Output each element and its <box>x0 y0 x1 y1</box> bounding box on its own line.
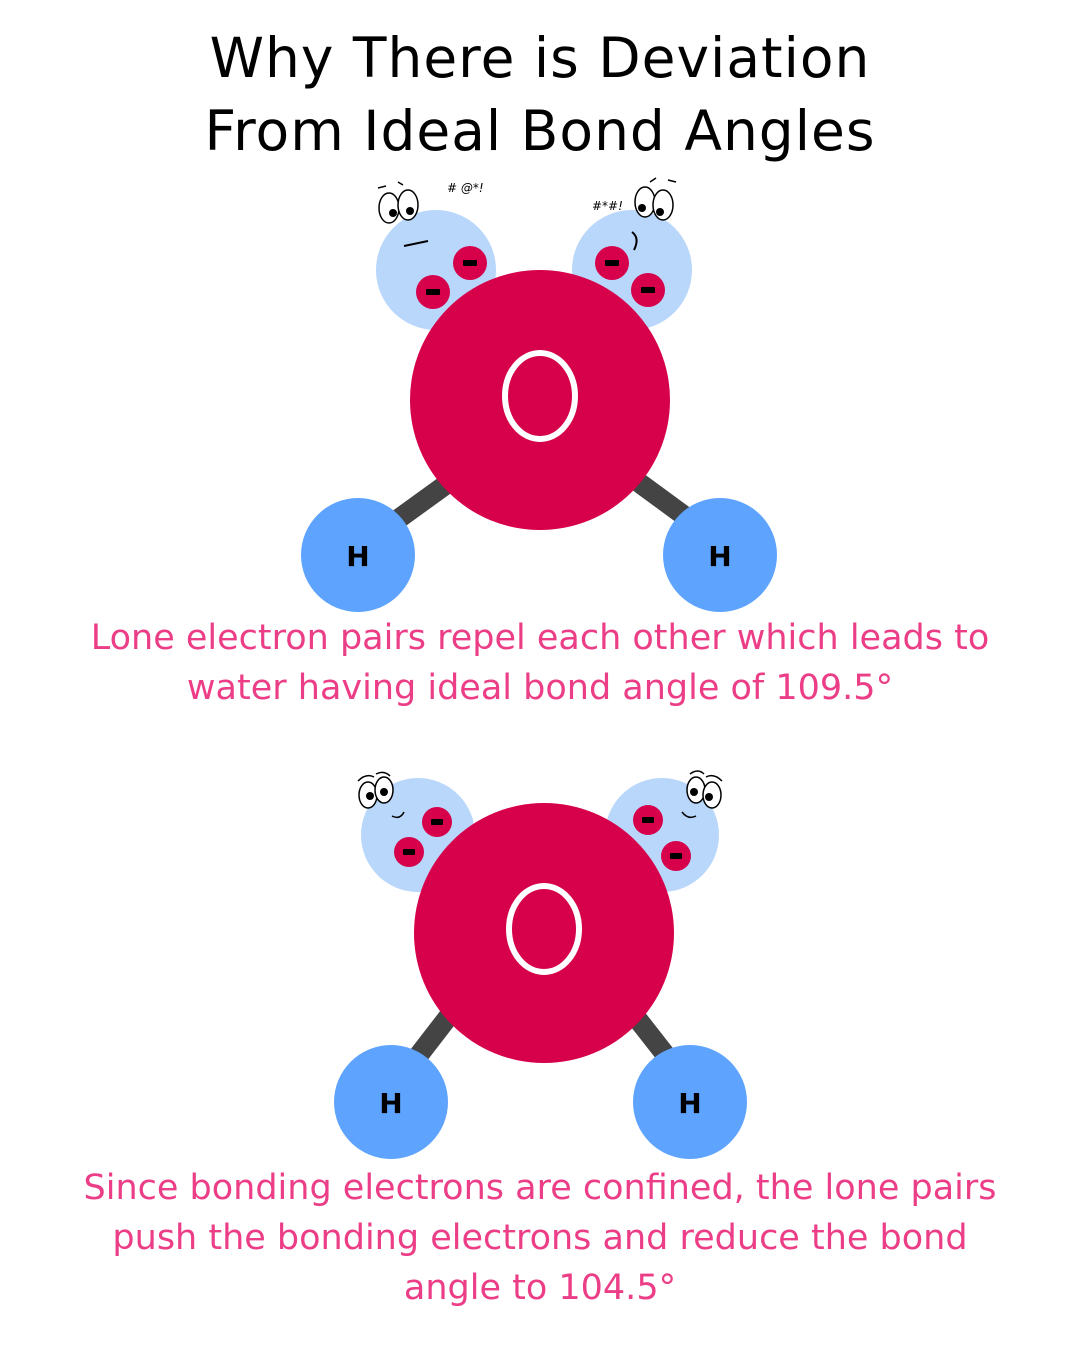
caption-actual-angle: Since bonding electrons are confined, th… <box>83 1168 997 1308</box>
worried-eyes-icon <box>686 770 723 809</box>
curse-text-right: #*#! <box>592 199 623 213</box>
bond-left <box>407 1005 460 1067</box>
minus-sign-icon <box>641 287 655 293</box>
minus-sign-icon <box>463 260 477 266</box>
oxygen-atom <box>410 270 670 530</box>
mouth-icon <box>681 811 697 819</box>
mouth-icon <box>391 811 405 819</box>
curse-text-left: # @*! <box>447 181 484 195</box>
hydrogen-label-right: H <box>708 540 731 573</box>
lone-pair-left: # @*! <box>376 181 496 330</box>
minus-sign-icon <box>605 260 619 266</box>
hydrogen-atom-right <box>633 1045 747 1159</box>
hydrogen-label-right: H <box>678 1087 701 1120</box>
hydrogen-atom-left <box>301 498 415 612</box>
angry-eyes-icon <box>377 181 419 224</box>
water-molecule-ideal: # @*! #*#! H H <box>301 177 777 612</box>
minus-sign-icon <box>426 289 440 295</box>
oxygen-atom <box>414 803 674 1063</box>
minus-sign-icon <box>431 819 443 825</box>
page-title: Why There is Deviation From Ideal Bond A… <box>0 22 1080 168</box>
water-molecule-actual: H H <box>334 770 747 1159</box>
hydrogen-label-left: H <box>346 540 369 573</box>
caption-ideal-angle: Lone electron pairs repel each other whi… <box>90 618 990 708</box>
hydrogen-atom-right <box>663 498 777 612</box>
oxygen-symbol <box>506 883 582 975</box>
title-line-1: Why There is Deviation <box>209 26 871 90</box>
minus-sign-icon <box>642 817 654 823</box>
mouth-icon <box>403 240 429 247</box>
hydrogen-label-left: H <box>379 1087 402 1120</box>
worried-eyes-icon <box>357 771 394 809</box>
angry-eyes-icon <box>634 177 677 221</box>
minus-sign-icon <box>403 849 415 855</box>
oxygen-symbol <box>502 350 578 442</box>
title-line-2: From Ideal Bond Angles <box>204 99 876 163</box>
mouth-icon <box>631 231 638 251</box>
hydrogen-atom-left <box>334 1045 448 1159</box>
minus-sign-icon <box>670 853 682 859</box>
bond-right <box>624 467 696 529</box>
